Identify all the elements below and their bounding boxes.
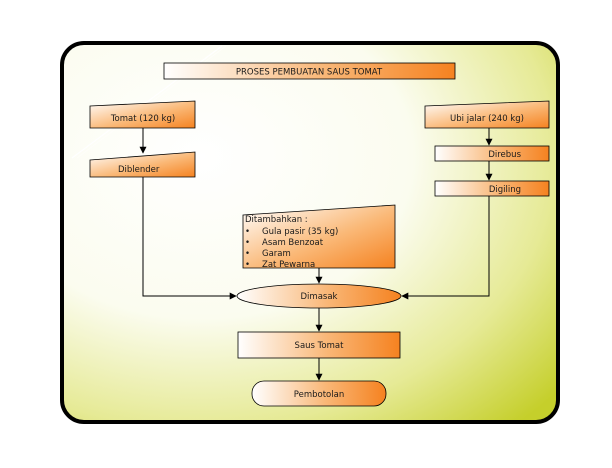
digiling-box (434, 180, 550, 197)
additive-bullet: • (245, 249, 250, 259)
ubi-jalar-label: Ubi jalar (240 kg) (450, 114, 524, 124)
arrow-diblender-to-dimasak (142, 177, 237, 300)
pembotolan-label: Pembotolan (294, 390, 344, 400)
additive-bullet: • (245, 238, 250, 248)
direbus-box (434, 145, 550, 162)
tomat-box (89, 100, 196, 129)
ditambahkan-label: Ditambahkan : (245, 215, 308, 225)
connectors (139, 128, 493, 381)
additive-item: Garam (262, 249, 291, 259)
ditambahkan-box (242, 204, 396, 269)
additive-list: • Gula pasir (35 kg) • Asam Benzoat • Ga… (245, 227, 338, 270)
additive-item: Zat Pewarna (262, 260, 315, 270)
dimasak-label: Dimasak (301, 292, 338, 302)
digiling-label: Digiling (489, 185, 521, 195)
direbus-label: Direbus (488, 150, 521, 160)
additive-bullet: • (245, 260, 250, 270)
diblender-label: Diblender (118, 165, 160, 175)
title-text: PROSES PEMBUATAN SAUS TOMAT (236, 68, 383, 78)
tomat-label: Tomat (120 kg) (110, 114, 175, 124)
additive-item: Asam Benzoat (262, 238, 324, 248)
diblender-box (89, 151, 196, 178)
title-box (163, 62, 456, 80)
additive-bullet: • (245, 227, 250, 237)
ubi-jalar-box (424, 100, 550, 129)
saus-tomat-label: Saus Tomat (295, 341, 345, 351)
saus-tomat-box (237, 331, 401, 359)
pembotolan-box (251, 380, 387, 407)
arrow-digiling-to-dimasak (401, 196, 490, 300)
additive-item: Gula pasir (35 kg) (262, 227, 338, 237)
